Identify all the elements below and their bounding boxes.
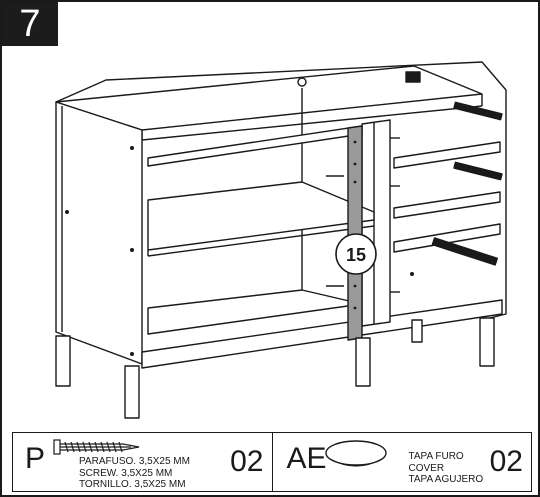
parts-legend: P PARAFUSO. 3,5X25 MM SCREW. 3,5X25 MM T… [12, 432, 532, 492]
description-line: TORNILLO. 3,5X25 MM [79, 479, 186, 490]
part-screw: P PARAFUSO. 3,5X25 MM SCREW. 3,5X25 MM T… [13, 433, 272, 491]
part-code: P [25, 442, 46, 475]
step-number-badge: 7 [2, 2, 58, 46]
description-line: PARAFUSO. 3,5X25 MM [79, 456, 190, 467]
part-description: TAPA FURO COVER TAPA AGUJERO [409, 451, 484, 486]
description-line: TAPA FURO [408, 451, 464, 462]
callout-15: 15 [335, 233, 377, 275]
description-line: TAPA AGUJERO [408, 474, 484, 485]
part-hole-cover: AE TAPA FURO COVER TAPA AGUJERO 02 [271, 433, 532, 491]
hole-cover-cap-icon [324, 440, 387, 467]
part-quantity: 02 [230, 445, 264, 478]
screw-icon [53, 439, 140, 455]
description-line: COVER [408, 462, 445, 474]
part-code: AE [286, 442, 327, 475]
description-line: SCREW. 3,5X25 MM [79, 467, 173, 479]
callout-number: 15 [346, 245, 366, 265]
part-quantity: 02 [489, 445, 523, 478]
cabinet-assembly-drawing: 15 [55, 61, 507, 419]
part-description: PARAFUSO. 3,5X25 MM SCREW. 3,5X25 MM TOR… [79, 456, 190, 491]
